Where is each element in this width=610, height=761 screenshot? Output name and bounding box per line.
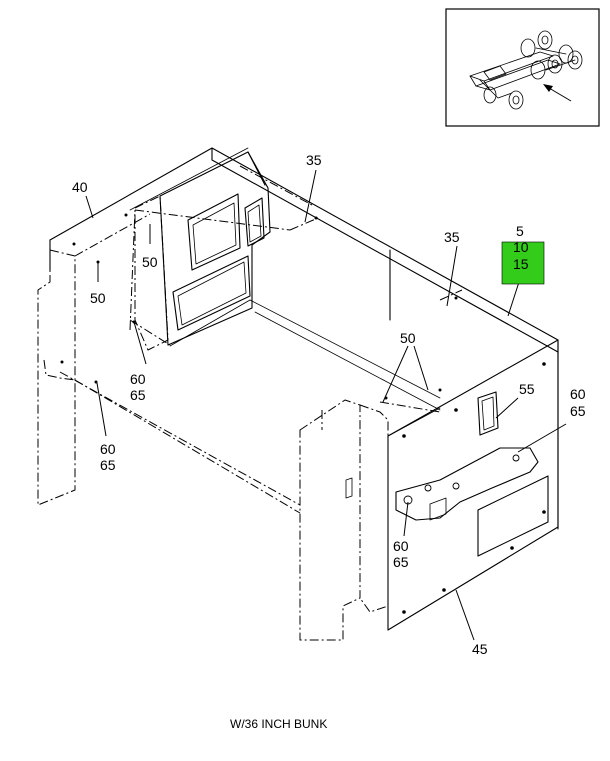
truck-chassis-icon bbox=[469, 30, 583, 110]
callout-55: 55 bbox=[519, 381, 535, 397]
divider-panel bbox=[299, 399, 389, 641]
callout-50-left: 50 bbox=[90, 290, 106, 306]
highlight-box bbox=[501, 241, 545, 285]
leader-lines bbox=[85, 169, 567, 641]
callout-60-rear: 60 bbox=[130, 371, 146, 387]
callout-60-left: 60 bbox=[100, 441, 116, 457]
fastener-marks bbox=[60, 213, 458, 400]
callout-50-inner: 50 bbox=[142, 254, 158, 270]
bunk-enclosure bbox=[37, 147, 559, 641]
callout-50-floor: 50 bbox=[400, 330, 416, 346]
callout-45: 45 bbox=[472, 641, 488, 657]
figure-caption: W/36 INCH BUNK bbox=[230, 717, 327, 731]
location-arrow-icon bbox=[543, 84, 572, 102]
callout-40: 40 bbox=[72, 179, 88, 195]
callout-35-right: 35 bbox=[444, 229, 460, 245]
callout-65-right: 65 bbox=[570, 403, 586, 419]
callout-65-bracket: 65 bbox=[393, 554, 409, 570]
callout-10: 10 bbox=[513, 239, 529, 255]
locator-inset bbox=[445, 8, 600, 127]
callout-35-left: 35 bbox=[306, 152, 322, 168]
callout-5: 5 bbox=[516, 223, 524, 239]
callout-60-right: 60 bbox=[570, 386, 586, 402]
callout-65-rear: 65 bbox=[130, 387, 146, 403]
callout-labels: 40 35 35 5 10 15 50 50 50 60 65 60 65 55… bbox=[72, 152, 586, 657]
callout-65-left: 65 bbox=[100, 457, 116, 473]
rear-bulkhead bbox=[134, 151, 271, 351]
callout-15: 15 bbox=[513, 256, 529, 272]
callout-60-bracket: 60 bbox=[393, 538, 409, 554]
